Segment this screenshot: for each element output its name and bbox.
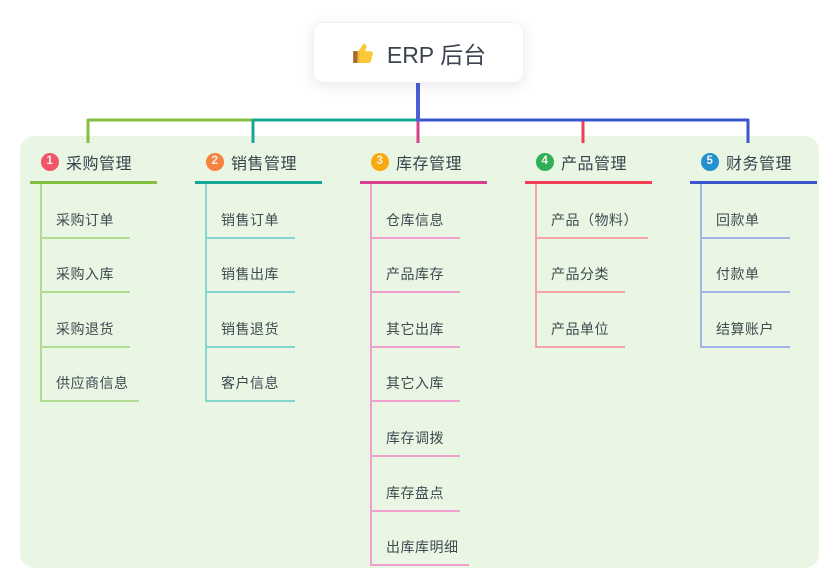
node-item[interactable]: 产品（物料）	[537, 184, 648, 239]
branch-4-title[interactable]: 4 产品管理	[525, 150, 652, 184]
branch-4-items: 产品（物料）产品分类产品单位	[535, 184, 648, 348]
branch-title-label: 财务管理	[726, 156, 793, 173]
branch-4: 4 产品管理产品（物料）产品分类产品单位	[525, 150, 657, 348]
node-item[interactable]: 产品库存	[372, 239, 460, 294]
branch-title-label: 采购管理	[66, 156, 133, 173]
node-item[interactable]: 销售退货	[207, 293, 295, 348]
branch-number-badge: 2	[206, 153, 224, 171]
branch-5-items: 回款单付款单结算账户	[700, 184, 790, 348]
node-item[interactable]: 库存盘点	[372, 457, 460, 512]
node-item[interactable]: 采购入库	[42, 239, 130, 294]
root-node[interactable]: ERP 后台	[313, 22, 524, 83]
branch-title-label: 产品管理	[561, 156, 628, 173]
node-item[interactable]: 客户信息	[207, 348, 295, 403]
node-item[interactable]: 销售订单	[207, 184, 295, 239]
branch-number-badge: 5	[701, 153, 719, 171]
node-item[interactable]: 销售出库	[207, 239, 295, 294]
branch-1-title[interactable]: 1 采购管理	[30, 150, 157, 184]
branch-5: 5 财务管理回款单付款单结算账户	[690, 150, 822, 348]
branch-2: 2 销售管理销售订单销售出库销售退货客户信息	[195, 150, 327, 403]
branch-number-badge: 1	[41, 153, 59, 171]
node-item[interactable]: 仓库信息	[372, 184, 460, 239]
branch-3: 3 库存管理仓库信息产品库存其它出库其它入库库存调拨库存盘点出库库明细	[360, 150, 492, 567]
thumbs-up-icon	[353, 43, 373, 63]
node-item[interactable]: 采购订单	[42, 184, 130, 239]
branch-1-items: 采购订单采购入库采购退货供应商信息	[40, 184, 139, 403]
branch-5-title[interactable]: 5 财务管理	[690, 150, 817, 184]
root-title: ERP 后台	[386, 41, 487, 68]
branch-title-label: 库存管理	[396, 156, 463, 173]
node-item[interactable]: 采购退货	[42, 293, 130, 348]
branch-3-items: 仓库信息产品库存其它出库其它入库库存调拨库存盘点出库库明细	[370, 184, 469, 567]
node-item[interactable]: 回款单	[702, 184, 790, 239]
branches-panel	[20, 136, 819, 568]
node-item[interactable]: 库存调拨	[372, 402, 460, 457]
node-item[interactable]: 其它出库	[372, 293, 460, 348]
branch-number-badge: 3	[371, 153, 389, 171]
branch-1: 1 采购管理采购订单采购入库采购退货供应商信息	[30, 150, 162, 403]
node-item[interactable]: 供应商信息	[42, 348, 139, 403]
node-item[interactable]: 产品分类	[537, 239, 625, 294]
node-item[interactable]: 产品单位	[537, 293, 625, 348]
branch-number-badge: 4	[536, 153, 554, 171]
node-item[interactable]: 付款单	[702, 239, 790, 294]
branch-3-title[interactable]: 3 库存管理	[360, 150, 487, 184]
branch-2-items: 销售订单销售出库销售退货客户信息	[205, 184, 295, 403]
node-item[interactable]: 其它入库	[372, 348, 460, 403]
branch-2-title[interactable]: 2 销售管理	[195, 150, 322, 184]
node-item[interactable]: 出库库明细	[372, 512, 469, 567]
branch-title-label: 销售管理	[231, 156, 298, 173]
node-item[interactable]: 结算账户	[702, 293, 790, 348]
